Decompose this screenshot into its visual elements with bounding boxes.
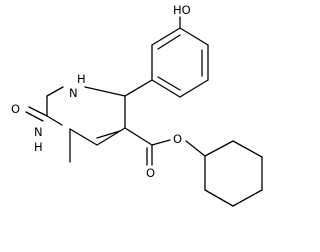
bond <box>84 86 126 97</box>
bond <box>179 79 209 98</box>
bond <box>185 140 206 157</box>
pyrimidinone-ring <box>25 86 126 146</box>
bond <box>25 111 44 122</box>
nh-bottom-h-label: H <box>34 140 43 154</box>
bond <box>124 79 153 97</box>
bond <box>124 127 153 146</box>
nh-bottom-n-label: N <box>34 125 43 139</box>
hydroxyl-label: HO <box>173 3 191 17</box>
bond <box>232 189 263 207</box>
bond <box>151 27 181 46</box>
bond <box>151 79 181 98</box>
bond <box>157 34 181 50</box>
bond <box>96 130 121 139</box>
nh-top-h-label: H <box>77 72 86 86</box>
bond <box>204 140 234 157</box>
bond <box>179 27 209 46</box>
bond <box>46 86 64 97</box>
nh-top-n-label: N <box>69 86 78 100</box>
phenol-ring <box>151 16 209 98</box>
ester-oxygen-label: O <box>173 132 182 146</box>
bond <box>46 115 63 126</box>
bond <box>69 128 98 146</box>
ring-carbonyl-oxygen-label: O <box>11 102 20 116</box>
bond <box>232 140 263 158</box>
bond <box>28 106 48 117</box>
cyclohexyl-ring <box>204 140 263 207</box>
ester-carbonyl-oxygen-label: O <box>146 166 155 180</box>
bond <box>204 189 234 207</box>
molecule-structure: HO H N H N O O O <box>11 3 263 207</box>
bond <box>151 139 171 146</box>
structure-canvas: HO H N H N O O O <box>11 3 263 207</box>
ester-group <box>124 127 206 166</box>
bond <box>157 76 181 91</box>
